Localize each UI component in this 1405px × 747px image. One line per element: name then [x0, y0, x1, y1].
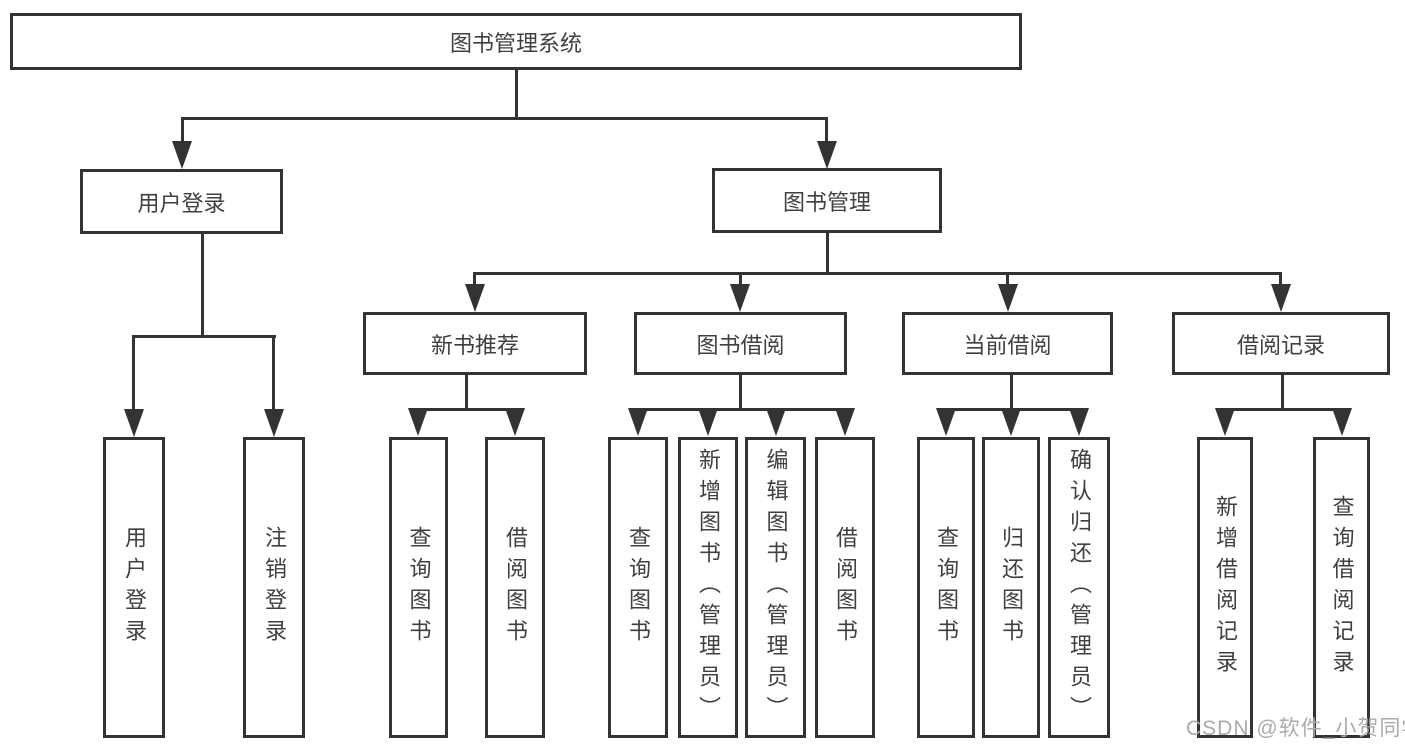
- connector-line: [473, 272, 476, 286]
- node-new-book-recommend: 新书推荐: [363, 312, 587, 375]
- connector-line: [1224, 408, 1344, 411]
- arrow-down-icon: [698, 408, 718, 436]
- arrow-down-icon: [817, 141, 837, 169]
- arrow-down-icon: [730, 284, 750, 312]
- connector-line: [181, 117, 184, 143]
- connector-line: [515, 70, 518, 119]
- leaf-query-books-borrowing: 查询图书: [608, 437, 668, 738]
- leaf-query-books-current: 查询图书: [917, 437, 975, 738]
- arrow-down-icon: [1271, 284, 1291, 312]
- arrow-down-icon: [1332, 408, 1352, 436]
- leaf-add-borrow-record: 新增借阅记录: [1197, 437, 1253, 738]
- connector-line: [739, 272, 742, 286]
- leaf-confirm-return-admin: 确认归还（管理员）: [1048, 437, 1110, 738]
- connector-line: [201, 234, 204, 335]
- arrow-down-icon: [1001, 408, 1021, 436]
- arrow-down-icon: [1215, 408, 1235, 436]
- leaf-return-books: 归还图书: [982, 437, 1040, 738]
- connector-line: [474, 272, 1282, 275]
- node-library-system: 图书管理系统: [10, 13, 1022, 70]
- leaf-user-login: 用户登录: [103, 437, 165, 738]
- arrow-down-icon: [264, 409, 284, 437]
- leaf-edit-books-admin: 编辑图书（管理员）: [745, 437, 806, 738]
- connector-line: [1006, 272, 1009, 286]
- connector-line: [825, 117, 828, 143]
- arrow-down-icon: [172, 141, 192, 169]
- watermark: CSDN @软件_小贺同学: [1186, 717, 1405, 740]
- leaf-add-books-admin: 新增图书（管理员）: [678, 437, 738, 738]
- connector-line: [637, 408, 847, 411]
- node-borrow-records: 借阅记录: [1172, 312, 1390, 375]
- connector-line: [465, 375, 468, 408]
- leaf-borrow-books-recommend: 借阅图书: [485, 437, 545, 738]
- arrow-down-icon: [1069, 408, 1089, 436]
- arrow-down-icon: [124, 409, 144, 437]
- connector-line: [181, 117, 828, 120]
- connector-line: [133, 335, 276, 338]
- connector-line: [132, 335, 135, 409]
- connector-line: [1010, 375, 1013, 408]
- arrow-down-icon: [766, 408, 786, 436]
- connector-line: [1281, 375, 1284, 408]
- arrow-down-icon: [936, 408, 956, 436]
- node-user-login: 用户登录: [80, 169, 283, 234]
- node-book-management: 图书管理: [712, 168, 942, 233]
- leaf-query-borrow-record: 查询借阅记录: [1313, 437, 1370, 738]
- connector-line: [417, 408, 517, 411]
- connector-line: [826, 233, 829, 272]
- connector-line: [739, 375, 742, 408]
- connector-line: [1279, 272, 1282, 286]
- arrow-down-icon: [408, 408, 428, 436]
- node-book-borrowing: 图书借阅: [634, 312, 847, 375]
- node-current-borrowing: 当前借阅: [902, 312, 1113, 375]
- leaf-query-books-recommend: 查询图书: [389, 437, 448, 738]
- leaf-borrow-books-borrowing: 借阅图书: [815, 437, 875, 738]
- arrow-down-icon: [628, 408, 648, 436]
- leaf-logout: 注销登录: [243, 437, 305, 738]
- arrow-down-icon: [998, 284, 1018, 312]
- arrow-down-icon: [835, 408, 855, 436]
- connector-line: [272, 335, 275, 409]
- arrow-down-icon: [465, 284, 485, 312]
- arrow-down-icon: [505, 408, 525, 436]
